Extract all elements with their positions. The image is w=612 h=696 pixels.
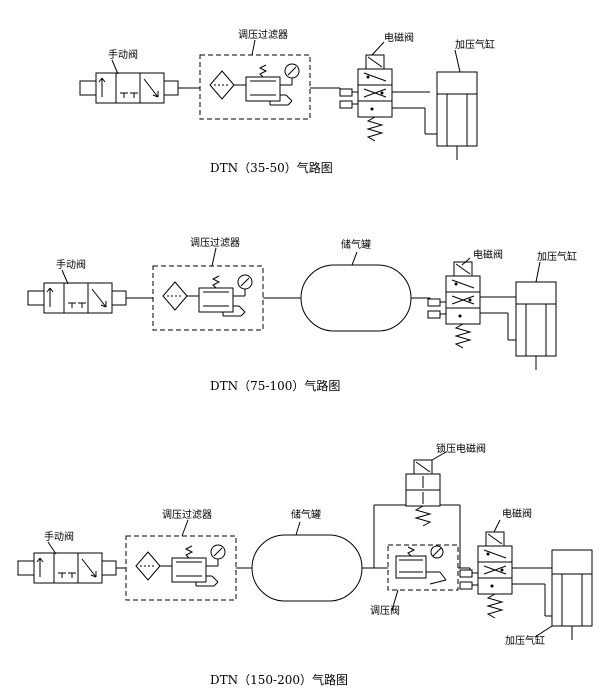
diagram-3: 手动阀 调压过滤器 储气罐 锁压电磁阀 调压阀 电磁阀 加压气缸 DTN（150… xyxy=(17,442,593,687)
solenoid-valve-label: 电磁阀 xyxy=(502,507,532,520)
booster-cylinder-label: 加压气缸 xyxy=(537,250,577,263)
booster-cylinder-label: 加压气缸 xyxy=(455,38,495,51)
diagram-1: 手动阀 调压过滤器 电磁阀 加压气缸 DTN（35-50）气路图 xyxy=(79,28,495,175)
diagram-2: 手动阀 调压过滤器 储气罐 电磁阀 加压气缸 DTN（75-100）气路图 xyxy=(27,236,577,393)
pressure-valve-label: 调压阀 xyxy=(370,604,400,617)
gas-tank-label: 储气罐 xyxy=(291,508,321,521)
lock-solenoid-valve-label: 锁压电磁阀 xyxy=(436,442,486,455)
diagram-1-caption: DTN（35-50）气路图 xyxy=(210,160,333,175)
regulator-filter-label: 调压过滤器 xyxy=(162,508,212,521)
diagram-3-caption: DTN（150-200）气路图 xyxy=(210,672,348,687)
solenoid-valve-label: 电磁阀 xyxy=(384,31,414,44)
manual-valve-label: 手动阀 xyxy=(44,530,74,543)
regulator-filter-label: 调压过滤器 xyxy=(190,236,240,249)
manual-valve-label: 手动阀 xyxy=(108,48,138,61)
gas-tank-label: 储气罐 xyxy=(341,238,371,251)
diagram-2-caption: DTN（75-100）气路图 xyxy=(210,378,340,393)
regulator-filter-label: 调压过滤器 xyxy=(238,28,288,41)
manual-valve-label: 手动阀 xyxy=(56,258,86,271)
booster-cylinder-label: 加压气缸 xyxy=(505,634,545,647)
solenoid-valve-label: 电磁阀 xyxy=(473,248,503,261)
